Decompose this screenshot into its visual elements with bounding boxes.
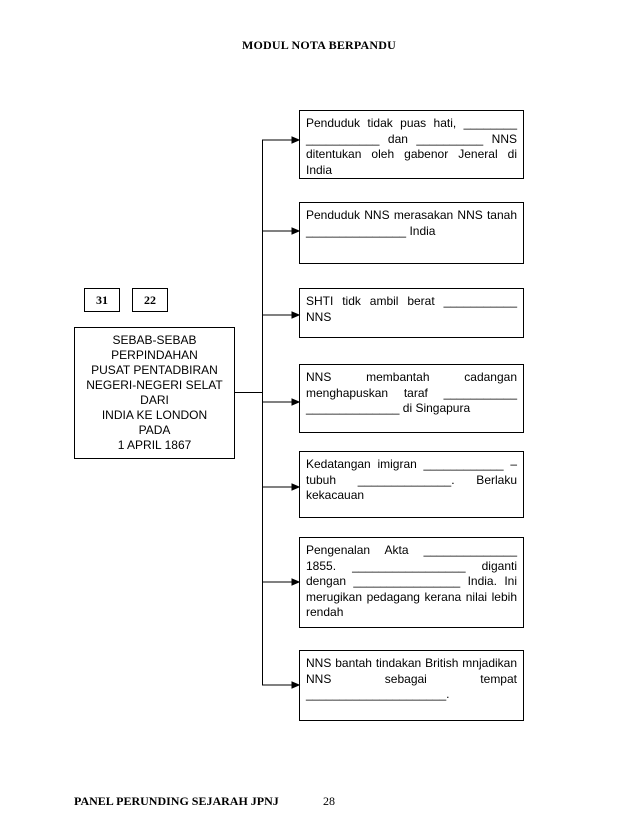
number-box-right: 22 — [132, 288, 168, 312]
main-line: DARI — [140, 393, 169, 407]
arrow-head — [291, 398, 301, 406]
arrow-head — [291, 483, 301, 491]
cause-box-1: Penduduk tidak puas hati, ________ _____… — [299, 110, 524, 179]
cause-box-4: NNS membantah cadangan menghapuskan tara… — [299, 364, 524, 433]
main-line: PUSAT PENTADBIRAN — [91, 363, 218, 377]
arrow-head — [291, 311, 301, 319]
main-topic-box: SEBAB-SEBAB PERPINDAHAN PUSAT PENTADBIRA… — [74, 327, 235, 459]
cause-box-3: SHTI tidk ambil berat ___________ NNS — [299, 288, 524, 338]
cause-box-2: Penduduk NNS merasakan NNS tanah _______… — [299, 202, 524, 264]
main-line: NEGERI-NEGERI SELAT — [86, 378, 223, 392]
cause-box-7: NNS bantah tindakan British mnjadikan NN… — [299, 650, 524, 721]
cause-box-6: Pengenalan Akta ______________ 1855. ___… — [299, 537, 524, 628]
main-line: PERPINDAHAN — [111, 348, 198, 362]
cause-box-5: Kedatangan imigran ____________ – tubuh … — [299, 451, 524, 518]
main-line: SEBAB-SEBAB — [112, 333, 197, 347]
arrow-head — [291, 681, 301, 689]
arrow-head — [291, 136, 301, 144]
arrow-head — [291, 578, 301, 586]
footer-panel: PANEL PERUNDING SEJARAH JPNJ — [74, 794, 279, 808]
main-line: 1 APRIL 1867 — [117, 438, 192, 452]
arrow-head — [291, 227, 301, 235]
number-box-left: 31 — [84, 288, 120, 312]
page-number: 28 — [323, 794, 335, 808]
page-header: MODUL NOTA BERPANDU — [241, 38, 397, 52]
connector-spine — [262, 140, 263, 685]
connector-horizontal — [235, 392, 262, 393]
main-line: INDIA KE LONDON — [101, 408, 208, 422]
main-line: PADA — [138, 423, 171, 437]
